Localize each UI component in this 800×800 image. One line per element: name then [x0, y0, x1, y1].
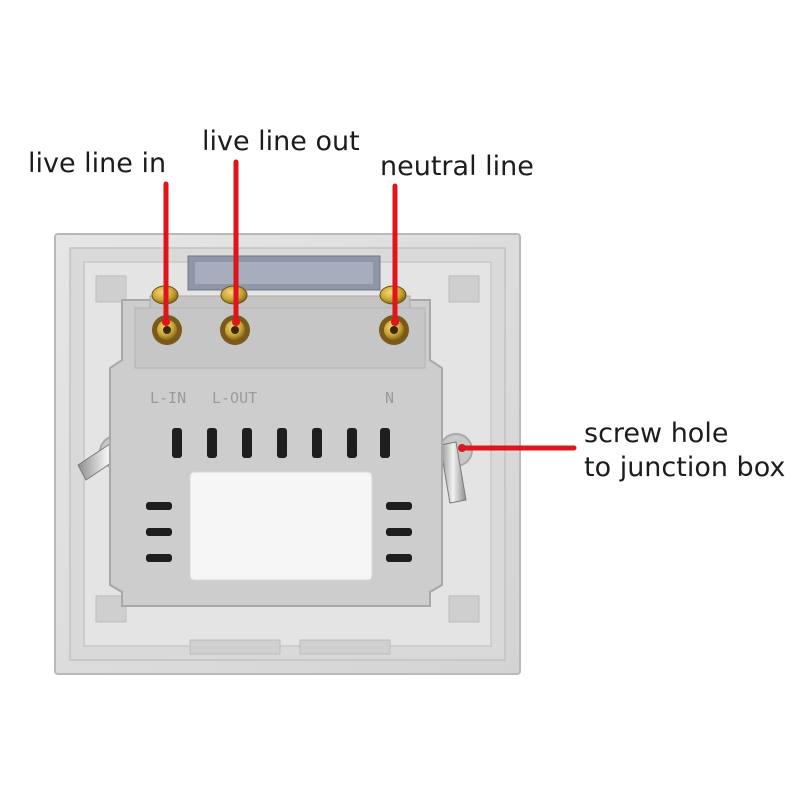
vent-slots — [172, 428, 390, 458]
terminal-neutral — [379, 285, 409, 345]
module-print-n: N — [385, 389, 394, 407]
label-sticker — [189, 471, 373, 581]
label-screw-hole: screw hole to junction box — [584, 417, 785, 485]
pointer-tips — [162, 318, 466, 452]
label-live-line-in: live line in — [28, 148, 167, 179]
mounting-screw-right — [439, 433, 473, 504]
module-print-lin: L-IN — [150, 389, 186, 407]
label-live-line-out: live line out — [202, 126, 360, 157]
label-neutral-line: neutral line — [380, 151, 534, 182]
side-slots — [146, 502, 412, 562]
pointer-lines — [163, 159, 577, 451]
top-slot-inner — [195, 262, 373, 284]
label-screw-hole-line1: screw hole — [584, 418, 729, 449]
module-print-lout: L-OUT — [212, 389, 257, 407]
label-screw-hole-line2: to junction box — [584, 452, 786, 483]
